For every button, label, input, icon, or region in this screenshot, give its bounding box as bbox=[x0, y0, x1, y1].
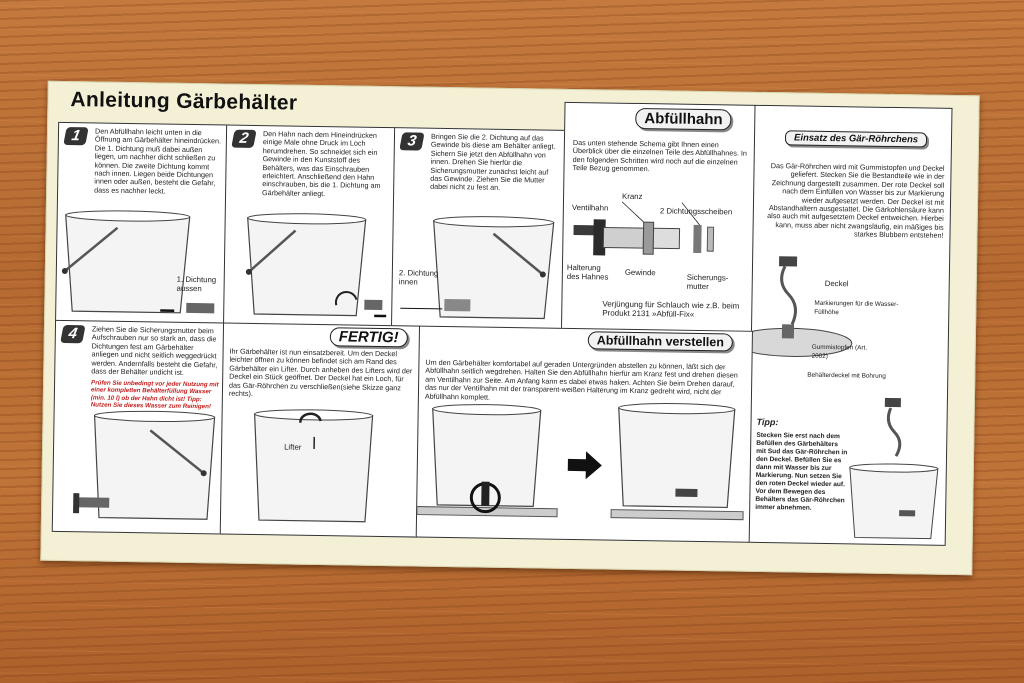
step-1-panel: 1 Den Abfüllhahn leicht unten in die Öff… bbox=[55, 121, 229, 325]
behaelterdeckel-label: Behälterdeckel mit Bohrung bbox=[807, 371, 886, 380]
step-3-panel: 3 Bringen Sie die 2. Dichtung auf das Ge… bbox=[390, 127, 567, 330]
gummistopfen-label: Gummistopfen (Art. 2002) bbox=[811, 343, 868, 360]
step-4-panel: 4 Ziehen Sie die Sicherungsmutter beim A… bbox=[51, 319, 226, 535]
lifter-label: Lifter bbox=[284, 442, 302, 452]
tipp-heading: Tipp: bbox=[756, 416, 779, 428]
tipp-text: Stecken Sie erst nach dem Befüllen des G… bbox=[755, 431, 848, 512]
verstellen-panel: Abfüllhahn verstellen Um den Gärbehälter… bbox=[415, 325, 753, 543]
arrow-right-icon bbox=[567, 451, 602, 480]
sicherungsmutter-label: Sicherungs-mutter bbox=[686, 272, 729, 292]
bucket-illustration bbox=[73, 410, 216, 520]
verjuengung-label: Verjüngung für Schlauch wie z.B. beim Pr… bbox=[602, 299, 740, 319]
abfuellhahn-panel: Abfüllhahn Das unten stehende Schema gib… bbox=[560, 101, 757, 333]
bucket-illustration bbox=[245, 213, 387, 318]
dichtung-label: 2. Dichtung innen bbox=[398, 268, 439, 287]
dichtungsscheiben-label: 2 Dichtungsscheiben bbox=[659, 206, 733, 217]
bucket-lid-illustration bbox=[253, 409, 374, 523]
bucket-illustration bbox=[61, 210, 215, 314]
tap-rotation-illustration bbox=[416, 403, 744, 521]
sheet-title: Anleitung Gärbehälter bbox=[70, 88, 298, 115]
kranz-label: Kranz bbox=[622, 191, 643, 202]
markierungen-label: Markierungen für die Wasser-Füllhöhe bbox=[814, 299, 899, 317]
deckel-label: Deckel bbox=[824, 278, 849, 289]
ventilhahn-label: Ventilhahn bbox=[571, 202, 609, 213]
halterung-label: Halterung des Hahnes bbox=[566, 262, 609, 282]
tap-diagram bbox=[573, 201, 715, 256]
step-2-panel: 2 Den Hahn nach dem Hineindrücken einige… bbox=[223, 124, 397, 328]
fertig-panel: FERTIG! Ihr Gärbehälter ist nun einsatzb… bbox=[219, 322, 422, 538]
einsatz-panel: Einsatz des Gär-Röhrchens Das Gär-Röhrch… bbox=[747, 104, 953, 546]
gewinde-label: Gewinde bbox=[624, 267, 656, 278]
airlock-illustration bbox=[748, 256, 939, 540]
bucket-illustration bbox=[400, 216, 555, 320]
dichtung-label: 1. Dichtung aussen bbox=[176, 274, 217, 294]
instruction-sheet: Anleitung Gärbehälter 1 Den Abfüllhahn l… bbox=[40, 80, 980, 576]
